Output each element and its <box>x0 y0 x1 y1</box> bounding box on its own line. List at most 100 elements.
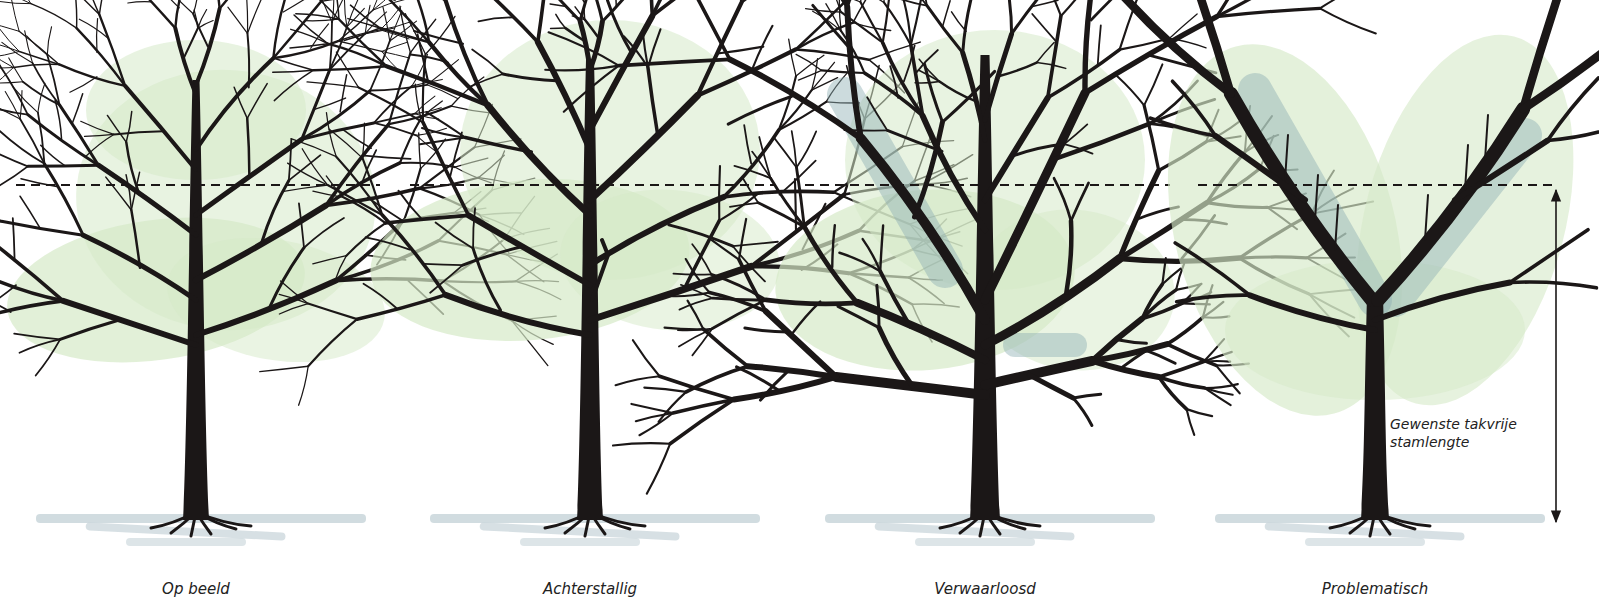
crown-foliage <box>965 197 1185 383</box>
branch <box>305 19 338 21</box>
branch <box>652 0 694 16</box>
branch <box>796 55 824 76</box>
branch <box>414 31 463 44</box>
branch <box>99 0 107 15</box>
branch <box>683 0 730 59</box>
branch <box>125 86 196 170</box>
branch <box>1121 350 1146 368</box>
branch <box>911 0 921 45</box>
branch <box>228 7 248 33</box>
branch <box>38 113 45 164</box>
branch <box>712 300 765 329</box>
branch <box>429 42 488 105</box>
branch <box>789 39 796 76</box>
branch <box>796 3 844 49</box>
branch <box>923 116 985 230</box>
branch <box>711 274 766 300</box>
branch <box>841 12 883 43</box>
broken-branch <box>592 240 608 300</box>
branch <box>919 0 927 6</box>
branch <box>79 19 107 38</box>
branch <box>0 241 63 301</box>
root-shadow <box>520 538 640 546</box>
branch <box>861 138 985 320</box>
branch <box>13 64 59 67</box>
branch <box>363 158 383 215</box>
branch <box>884 0 886 2</box>
branch <box>607 0 615 1</box>
branch <box>98 165 196 235</box>
branch <box>779 102 826 130</box>
branch <box>272 58 313 70</box>
root-shadow <box>86 522 286 540</box>
branch <box>28 165 99 166</box>
branch <box>616 376 660 385</box>
branch <box>273 70 314 72</box>
branch <box>999 63 1037 77</box>
branch <box>423 122 469 215</box>
branch <box>1073 394 1100 398</box>
branch <box>340 75 347 112</box>
branch <box>585 20 599 38</box>
branch <box>1187 409 1213 416</box>
branch <box>166 0 180 8</box>
branch <box>1167 317 1203 344</box>
branch <box>551 27 566 29</box>
branch <box>734 166 770 178</box>
branch <box>373 0 406 10</box>
branch <box>1117 340 1146 344</box>
branch <box>633 340 660 376</box>
branch <box>0 68 13 70</box>
branch <box>863 239 881 271</box>
branch <box>0 43 19 52</box>
branch <box>860 0 865 2</box>
branch <box>302 70 330 140</box>
branch <box>387 0 430 42</box>
branch <box>636 413 673 421</box>
branch <box>844 129 887 131</box>
branch <box>583 6 585 20</box>
branch <box>1037 42 1054 62</box>
branch <box>14 334 60 340</box>
branch <box>673 400 734 413</box>
branch <box>131 210 140 268</box>
branch <box>81 121 114 134</box>
branch <box>644 388 686 392</box>
branch <box>445 295 590 335</box>
branch <box>220 0 250 9</box>
branch <box>613 443 670 445</box>
branch <box>1510 230 1588 283</box>
branch <box>97 18 98 52</box>
branch <box>1172 0 1231 94</box>
branch <box>793 302 820 333</box>
branch <box>1064 144 1092 153</box>
branch <box>63 301 196 345</box>
branch <box>0 51 19 57</box>
branch <box>346 223 385 256</box>
branch <box>23 82 60 105</box>
branch <box>1073 398 1092 425</box>
branch <box>1172 81 1215 136</box>
branch <box>19 31 59 64</box>
branch <box>478 17 513 21</box>
branch <box>1510 282 1597 288</box>
branch <box>1117 76 1144 105</box>
branch <box>343 130 371 148</box>
problem-highlight <box>1255 90 1375 300</box>
branch <box>196 281 336 335</box>
branch <box>326 113 336 157</box>
branch <box>728 97 791 125</box>
branch <box>60 105 99 165</box>
branch <box>472 49 503 74</box>
branch <box>503 74 557 81</box>
branch <box>903 0 911 45</box>
branch <box>469 215 590 285</box>
branch <box>858 0 884 2</box>
branch <box>652 0 727 16</box>
label-box: Problematisch <box>1322 580 1429 600</box>
branch <box>335 256 347 282</box>
branch <box>860 2 882 43</box>
water-shoot <box>1315 175 1318 220</box>
branch <box>670 400 734 444</box>
